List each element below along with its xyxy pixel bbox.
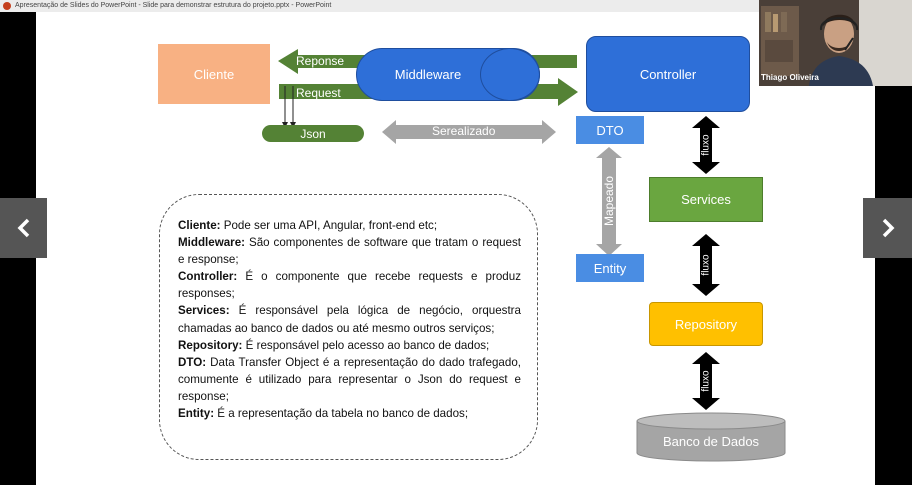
cliente-label: Cliente [193,66,235,82]
prev-slide-button[interactable] [0,198,47,258]
fluxo-label-1: fluxo [700,134,712,156]
request-label: Request [296,86,341,100]
services-label: Services [681,192,731,207]
window-titlebar: Apresentação de Slides do PowerPoint - S… [0,0,912,12]
webcam-name: Thiago Oliveira [761,73,819,82]
desc-entity: Entity: É a representação da tabela no b… [178,407,469,421]
json-label: Json [300,126,326,141]
fluxo-arrow-2 [692,234,720,296]
reponse-label: Reponse [296,54,345,68]
middleware-label: Middleware [394,67,462,82]
controller-label: Controller [639,66,697,82]
cliente-box: Cliente [158,44,270,104]
desc-cliente: Cliente: Pode ser uma API, Angular, fron… [178,219,438,232]
serealizado-arrow [382,120,556,144]
webcam-image [759,0,912,86]
desc-middleware: Middleware: São componentes de software … [178,236,521,267]
fluxo-arrow-3 [692,352,720,410]
dto-label: DTO [596,122,624,138]
controller-box: Controller [586,36,750,112]
slide: Cliente Reponse Request Middleware Contr… [36,12,875,485]
dto-box: DTO [576,116,644,144]
json-down-arrows [284,86,294,124]
entity-box: Entity [576,254,644,282]
desc-services: Services: É responsável pela lógica de n… [178,304,521,335]
mapeado-arrow [596,147,622,256]
serealizado-label: Serealizado [432,124,496,138]
fluxo-arrow-1 [692,116,720,174]
services-box: Services [649,177,763,222]
database-cylinder [636,412,786,462]
desc-repository: Repository: É responsável pelo acesso ao… [178,338,490,352]
next-slide-button[interactable] [863,198,912,258]
json-box: Json [262,125,364,142]
description-box: Cliente: Pode ser uma API, Angular, fron… [159,194,538,460]
entity-label: Entity [593,260,627,276]
chevron-right-icon [882,218,894,238]
mapeado-label: Mapeado [602,175,616,227]
banco-label: Banco de Dados [662,434,760,449]
fluxo-label-3: fluxo [700,370,712,392]
window-title: Apresentação de Slides do PowerPoint - S… [15,2,332,9]
repository-label: Repository [674,316,738,332]
middleware-ellipse [480,48,540,101]
powerpoint-icon [3,2,11,10]
repository-box: Repository [649,302,763,346]
desc-controller: Controller: É o componente que recebe re… [178,270,521,301]
webcam-feed: Thiago Oliveira [759,0,912,86]
fluxo-label-2: fluxo [700,254,712,276]
chevron-left-icon [17,218,29,238]
desc-dto: DTO: Data Transfer Object é a representa… [178,355,521,403]
